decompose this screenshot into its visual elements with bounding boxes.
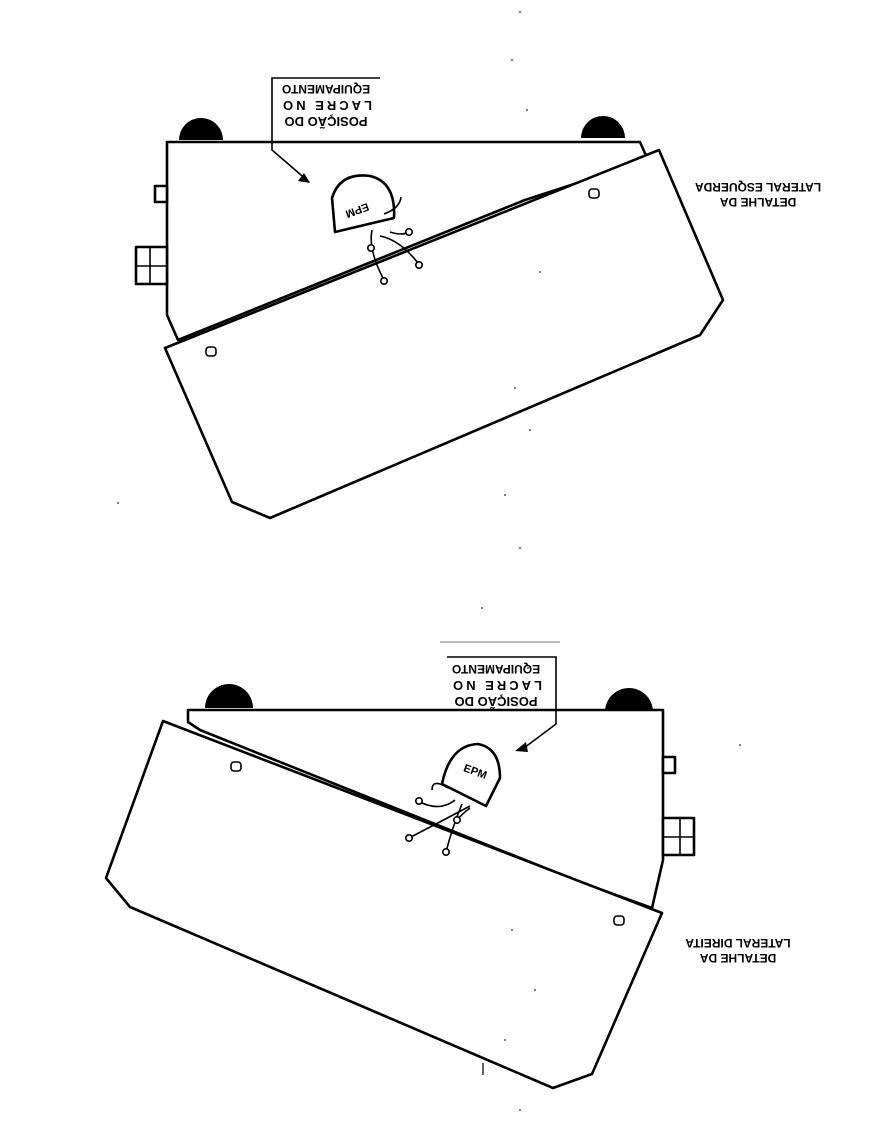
label-leader-arrow bbox=[447, 656, 557, 752]
side-cover-plate bbox=[163, 148, 725, 520]
scan-noise bbox=[117, 11, 741, 1111]
figure-right-side: EPM POSIÇÃO DO LACRE NO EQUIPAMENTO DETA… bbox=[104, 656, 791, 1090]
foot-left bbox=[179, 118, 223, 140]
seal-epm: EPM bbox=[330, 174, 423, 285]
caption-left: DETALHE DA LATERAL ESQUERDA bbox=[695, 180, 822, 209]
label-line-2: LACRE NO bbox=[280, 98, 372, 113]
position-label-left: POSIÇÃO DO LACRE NO EQUIPAMENTO bbox=[280, 82, 372, 129]
connector-small bbox=[153, 184, 169, 204]
label-leader-arrow bbox=[271, 77, 380, 183]
cover-hole-1 bbox=[588, 188, 600, 199]
foot-right bbox=[581, 116, 625, 138]
caption-line-2: LATERAL DIREITA bbox=[685, 936, 791, 950]
connector-small bbox=[661, 755, 677, 775]
foot-left bbox=[205, 684, 253, 708]
side-cover-plate bbox=[104, 719, 664, 1090]
position-label-right: POSIÇÃO DO LACRE NO EQUIPAMENTO bbox=[450, 662, 542, 709]
seal-epm: EPM bbox=[404, 742, 502, 856]
label-line-1: POSIÇÃO DO bbox=[284, 114, 367, 129]
equipment-body bbox=[165, 140, 650, 342]
label-line-1: POSIÇÃO DO bbox=[454, 694, 537, 709]
caption-line-1: DETALHE DA bbox=[719, 195, 796, 209]
foot-right bbox=[605, 688, 653, 712]
figure-left-side: EPM POSIÇÃO DO LACRE NO EQUIPAMENTO DETA… bbox=[134, 77, 822, 520]
label-line-3: EQUIPAMENTO bbox=[452, 662, 540, 676]
label-line-3: EQUIPAMENTO bbox=[282, 82, 370, 96]
caption-right: DETALHE DA LATERAL DIREITA bbox=[685, 936, 791, 965]
caption-line-1: DETALHE DA bbox=[699, 951, 776, 965]
label-line-2: LACRE NO bbox=[450, 678, 542, 693]
cover-hole-1 bbox=[230, 761, 242, 772]
cover-hole-2 bbox=[205, 346, 217, 357]
caption-line-2: LATERAL ESQUERDA bbox=[695, 180, 822, 194]
cover-hole-2 bbox=[613, 915, 625, 926]
